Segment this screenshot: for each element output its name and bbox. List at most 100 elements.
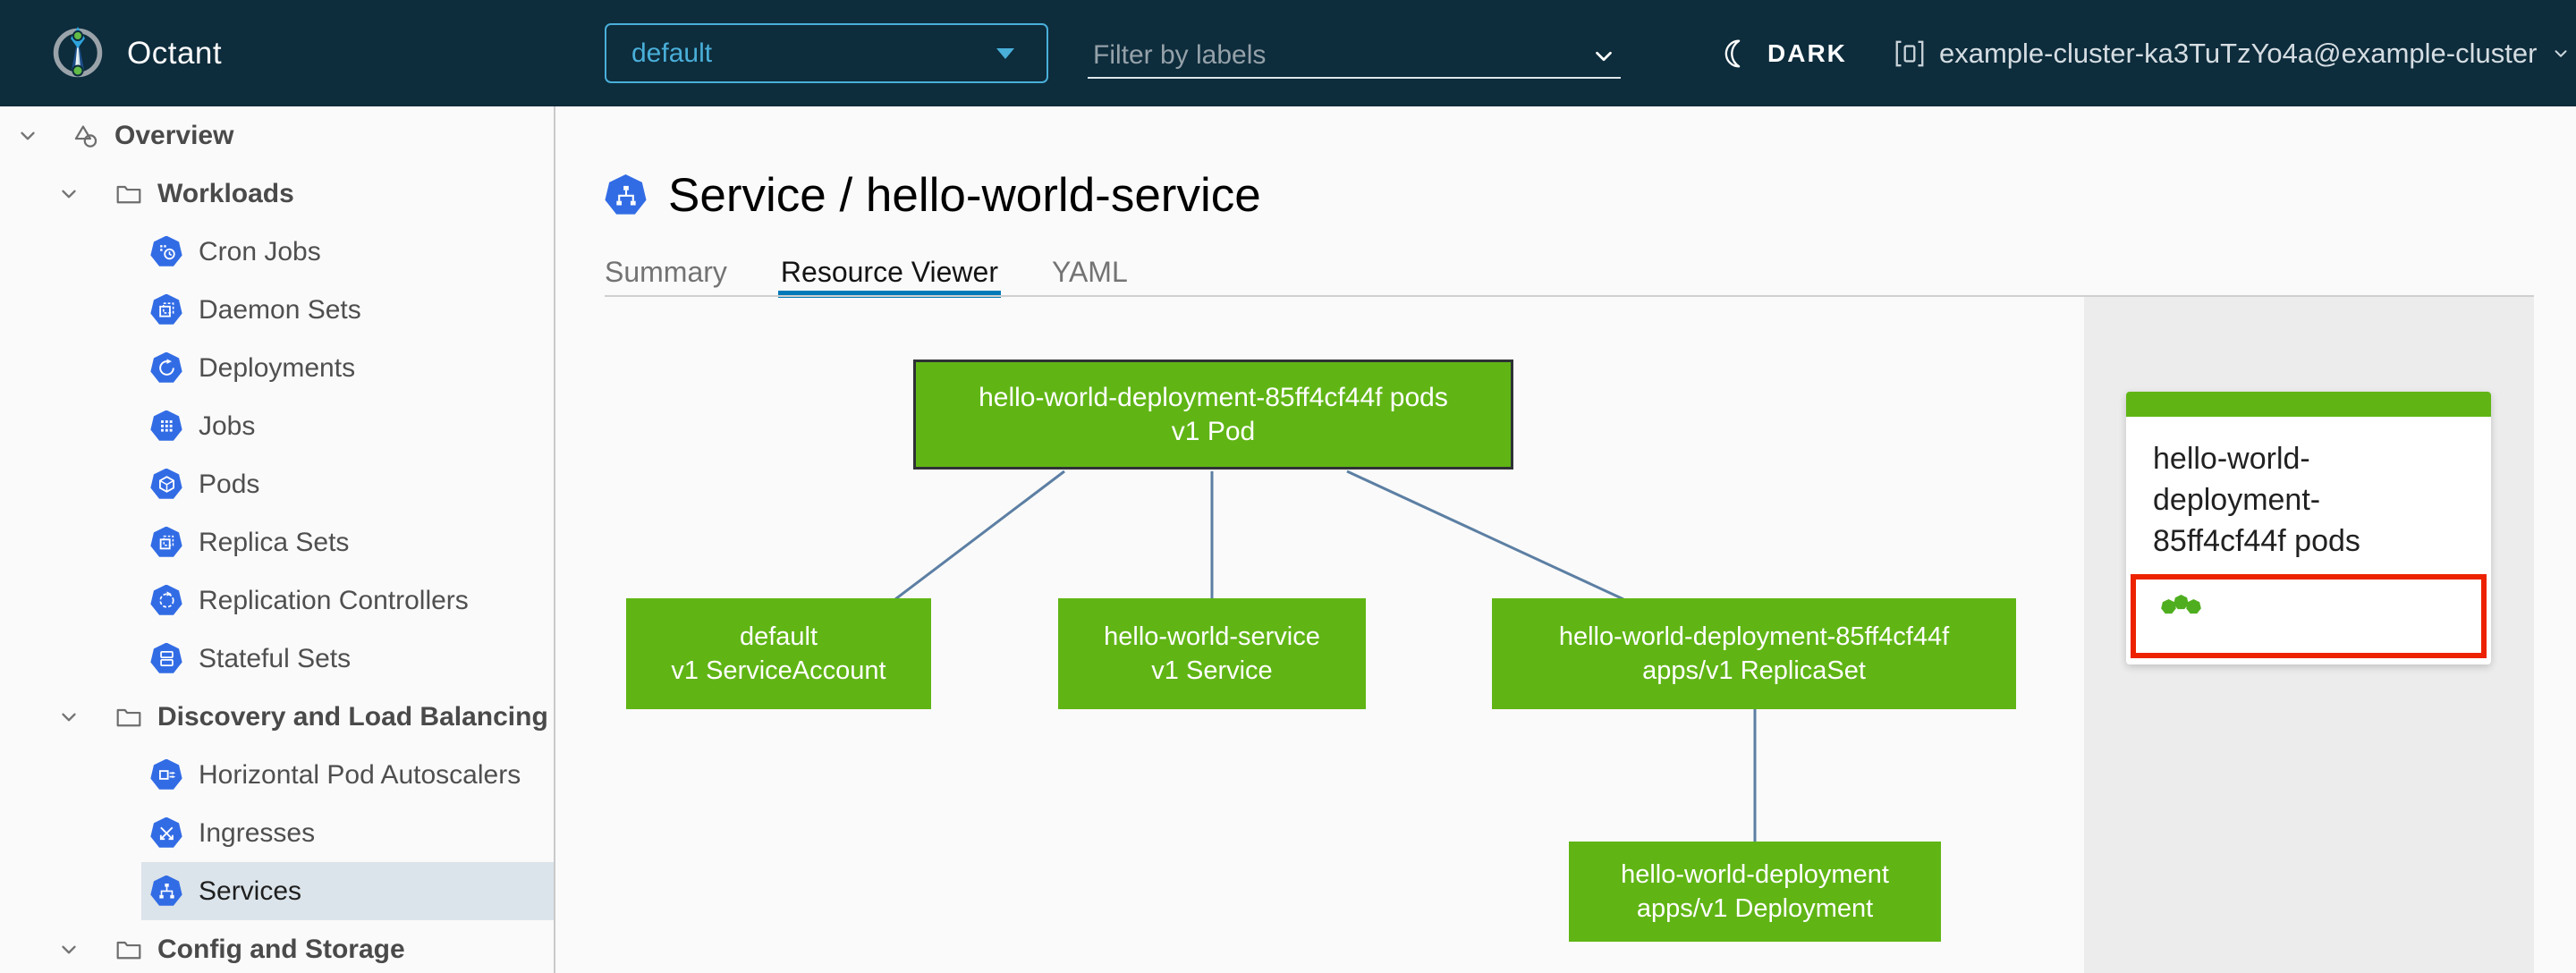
namespace-value: default — [631, 38, 713, 68]
sidebar-item-config-and-storage[interactable]: Config and Storage — [0, 920, 554, 973]
folder-icon — [114, 935, 143, 964]
hpa-icon — [150, 758, 182, 790]
sidebar-item-label: Pods — [199, 469, 260, 499]
moon-icon — [1721, 38, 1753, 70]
sidebar-item-discovery-and-load-balancing[interactable]: Discovery and Load Balancing — [0, 688, 554, 746]
detail-side-panel: hello-world- deployment- 85ff4cf44f pods — [2084, 297, 2534, 973]
deployment-icon — [150, 351, 182, 383]
tab-summary[interactable]: Summary — [605, 256, 727, 288]
chevron-down-icon[interactable] — [1590, 43, 1617, 70]
card-status-bar — [2126, 392, 2491, 417]
card-title: hello-world- deployment- 85ff4cf44f pods — [2126, 417, 2491, 572]
tab-yaml[interactable]: YAML — [1051, 256, 1128, 288]
sidebar-item-label: Deployments — [199, 352, 356, 383]
cronjob-icon — [150, 235, 182, 267]
sidebar-item-label: Workloads — [157, 178, 294, 208]
cluster-context-label: example-cluster-ka3TuTzYo4a@example-clus… — [1939, 37, 2538, 69]
caret-down-icon — [996, 47, 1014, 59]
cluster-icon — [1893, 38, 1927, 69]
sidebar-item-jobs[interactable]: Jobs — [0, 397, 554, 455]
sidebar-item-overview[interactable]: Overview — [0, 106, 554, 165]
dark-theme-toggle[interactable]: DARK — [1721, 0, 1847, 106]
tab-bar: Summary Resource Viewer YAML — [605, 254, 1182, 298]
statefulset-icon — [150, 642, 182, 673]
pod-status-dots[interactable] — [2161, 595, 2201, 614]
sidebar-item-workloads[interactable]: Workloads — [0, 165, 554, 223]
chevron-down-icon[interactable] — [57, 706, 80, 729]
label-filter — [1088, 25, 1621, 79]
node-sublabel: apps/v1 ReplicaSet — [1642, 656, 1866, 685]
sidebar-item-label: Config and Storage — [157, 934, 405, 964]
sidebar-item-services[interactable]: Services — [0, 862, 554, 920]
octant-logo-icon — [50, 25, 106, 80]
sidebar-item-label: Cron Jobs — [199, 236, 321, 267]
card-title-line: deployment- — [2153, 483, 2321, 517]
tab-separator-line — [605, 295, 2534, 297]
sidebar-item-label: Replication Controllers — [199, 585, 469, 615]
sidebar-item-label: Services — [199, 876, 302, 906]
sidebar-item-label: Overview — [114, 120, 234, 150]
pod-list-selection-highlight[interactable] — [2131, 574, 2487, 658]
sidebar-item-replica-sets[interactable]: Replica Sets — [0, 513, 554, 571]
sidebar-item-cron-jobs[interactable]: Cron Jobs — [0, 223, 554, 281]
node-label: hello-world-deployment-85ff4cf44f pods — [979, 382, 1448, 412]
node-label: hello-world-deployment — [1621, 860, 1889, 889]
sidebar-item-horizontal-pod-autoscalers[interactable]: Horizontal Pod Autoscalers — [0, 746, 554, 804]
replicaset-icon — [150, 526, 182, 557]
node-sublabel: v1 ServiceAccount — [671, 656, 886, 685]
sidebar-item-label: Stateful Sets — [199, 643, 352, 673]
sidebar-item-stateful-sets[interactable]: Stateful Sets — [0, 630, 554, 688]
sidebar-item-daemon-sets[interactable]: Daemon Sets — [0, 281, 554, 339]
sidebar-item-label: Horizontal Pod Autoscalers — [199, 759, 521, 790]
card-title-line: hello-world- — [2153, 442, 2310, 476]
graph-node-pod[interactable]: hello-world-deployment-85ff4cf44f pods v… — [913, 360, 1513, 470]
header: Octant default DARK example-cluster-ka3T… — [0, 0, 2576, 106]
pod-status-dot[interactable] — [2161, 599, 2176, 614]
pod-icon — [150, 468, 182, 499]
page-title: Service / hello-world-service — [668, 169, 1261, 222]
filter-by-labels-input[interactable] — [1091, 39, 1560, 72]
objects-icon — [72, 122, 100, 150]
replication-controller-icon — [150, 584, 182, 615]
sidebar-item-label: Replica Sets — [199, 527, 350, 557]
sidebar-item-label: Ingresses — [199, 817, 316, 848]
pod-status-dot[interactable] — [2186, 599, 2201, 614]
sidebar-item-deployments[interactable]: Deployments — [0, 339, 554, 397]
sidebar-item-label: Daemon Sets — [199, 294, 361, 325]
node-label: hello-world-deployment-85ff4cf44f — [1558, 622, 1950, 651]
node-sublabel: v1 Pod — [1171, 416, 1256, 446]
node-sublabel: apps/v1 Deployment — [1636, 894, 1874, 923]
chevron-down-icon[interactable] — [57, 182, 80, 206]
daemonset-icon — [150, 293, 182, 325]
cluster-context-selector[interactable]: example-cluster-ka3TuTzYo4a@example-clus… — [1893, 0, 2571, 106]
graph-node-replicaset[interactable]: hello-world-deployment-85ff4cf44f apps/v… — [1492, 598, 2016, 709]
graph-node-service[interactable]: hello-world-service v1 Service — [1058, 598, 1366, 709]
page-header: Service / hello-world-service — [605, 168, 1261, 223]
sidebar-item-pods[interactable]: Pods — [0, 455, 554, 513]
pod-detail-card[interactable]: hello-world- deployment- 85ff4cf44f pods — [2126, 392, 2491, 664]
app-title: Octant — [127, 35, 223, 71]
sidebar-item-label: Jobs — [199, 410, 256, 441]
chevron-down-icon[interactable] — [57, 938, 80, 961]
service-icon — [605, 174, 647, 215]
theme-toggle-label: DARK — [1767, 38, 1847, 67]
folder-icon — [114, 703, 143, 732]
service-icon — [150, 875, 182, 906]
graph-node-deployment[interactable]: hello-world-deployment apps/v1 Deploymen… — [1569, 842, 1941, 942]
folder-icon — [114, 180, 143, 208]
job-icon — [150, 410, 182, 441]
chevron-down-icon[interactable] — [16, 124, 39, 148]
chevron-down-icon — [2551, 44, 2571, 63]
pod-status-dot[interactable] — [2174, 595, 2189, 610]
sidebar-item-replication-controllers[interactable]: Replication Controllers — [0, 571, 554, 630]
card-title-line: 85ff4cf44f pods — [2153, 524, 2360, 558]
namespace-dropdown[interactable]: default — [605, 23, 1048, 83]
node-label: hello-world-service — [1104, 622, 1320, 651]
graph-node-serviceaccount[interactable]: default v1 ServiceAccount — [626, 598, 931, 709]
sidebar-item-label: Discovery and Load Balancing — [157, 701, 548, 732]
sidebar-item-ingresses[interactable]: Ingresses — [0, 804, 554, 862]
sidebar-navigation: Overview Workloads Cron Jobs Daemon Sets… — [0, 106, 555, 973]
ingress-icon — [150, 816, 182, 848]
tab-resource-viewer[interactable]: Resource Viewer — [777, 254, 1002, 298]
